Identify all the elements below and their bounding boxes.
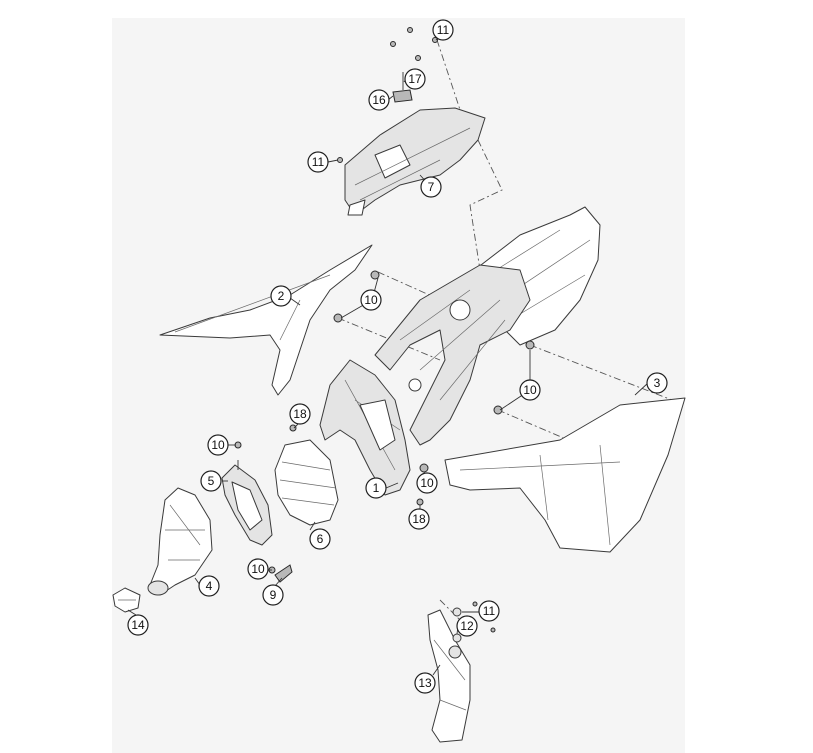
part-6-filter-cover — [274, 439, 339, 526]
callout-10[interactable]: 10 — [360, 289, 382, 311]
callout-7[interactable]: 7 — [420, 176, 442, 198]
part-13-lower-panel — [427, 609, 471, 743]
svg-text:5: 5 — [208, 474, 215, 488]
svg-text:7: 7 — [428, 180, 435, 194]
part-16-clip — [392, 72, 413, 103]
svg-text:1: 1 — [373, 481, 380, 495]
svg-text:10: 10 — [523, 383, 537, 397]
callout-10[interactable]: 10 — [247, 558, 269, 580]
svg-text:17: 17 — [408, 72, 422, 86]
callout-5[interactable]: 5 — [200, 470, 222, 492]
svg-text:12: 12 — [460, 619, 474, 633]
callout-18[interactable]: 18 — [289, 403, 311, 425]
callout-1[interactable]: 1 — [365, 477, 387, 499]
top-screws — [337, 27, 438, 163]
svg-text:2: 2 — [278, 289, 285, 303]
svg-text:4: 4 — [206, 579, 213, 593]
svg-text:18: 18 — [293, 407, 307, 421]
callout-17[interactable]: 17 — [404, 68, 426, 90]
part-14-clamp — [112, 587, 141, 613]
svg-text:11: 11 — [437, 23, 450, 37]
svg-text:6: 6 — [317, 532, 324, 546]
part-4-air-filter — [147, 487, 213, 596]
part-7-mudguard-tray — [344, 107, 486, 216]
svg-text:10: 10 — [251, 562, 265, 576]
svg-text:14: 14 — [131, 618, 145, 632]
callout-6[interactable]: 6 — [309, 528, 331, 550]
callout-10[interactable]: 10 — [416, 472, 438, 494]
callout-12[interactable]: 12 — [456, 615, 478, 637]
part-5-filter-frame — [221, 460, 273, 546]
callout-10[interactable]: 10 — [207, 434, 229, 456]
svg-text:10: 10 — [211, 438, 225, 452]
part-1-airbox — [319, 359, 411, 496]
callout-14[interactable]: 14 — [127, 614, 149, 636]
fasteners — [234, 270, 535, 506]
rear-subframe — [374, 264, 531, 446]
callout-9[interactable]: 9 — [262, 584, 284, 606]
callout-13[interactable]: 13 — [414, 672, 436, 694]
svg-text:9: 9 — [270, 588, 277, 602]
callout-4[interactable]: 4 — [198, 575, 220, 597]
assembly-lines — [337, 39, 673, 631]
callouts: 11 17 16 11 7 2 10 3 10 18 10 5 1 10 18 … — [127, 19, 668, 694]
callout-18[interactable]: 18 — [408, 508, 430, 530]
svg-text:18: 18 — [412, 512, 426, 526]
svg-text:10: 10 — [420, 476, 434, 490]
callout-16[interactable]: 16 — [368, 89, 390, 111]
svg-text:11: 11 — [483, 604, 496, 618]
svg-text:13: 13 — [418, 676, 432, 690]
svg-text:16: 16 — [372, 93, 386, 107]
callout-10[interactable]: 10 — [519, 379, 541, 401]
svg-text:11: 11 — [312, 155, 325, 169]
part-12-grommets — [452, 601, 496, 643]
callout-11[interactable]: 11 — [432, 19, 454, 41]
svg-text:10: 10 — [364, 293, 378, 307]
callout-11[interactable]: 11 — [307, 151, 329, 173]
callout-2[interactable]: 2 — [270, 285, 292, 307]
callout-3[interactable]: 3 — [646, 372, 668, 394]
callout-11[interactable]: 11 — [478, 600, 500, 622]
svg-text:3: 3 — [654, 376, 661, 390]
